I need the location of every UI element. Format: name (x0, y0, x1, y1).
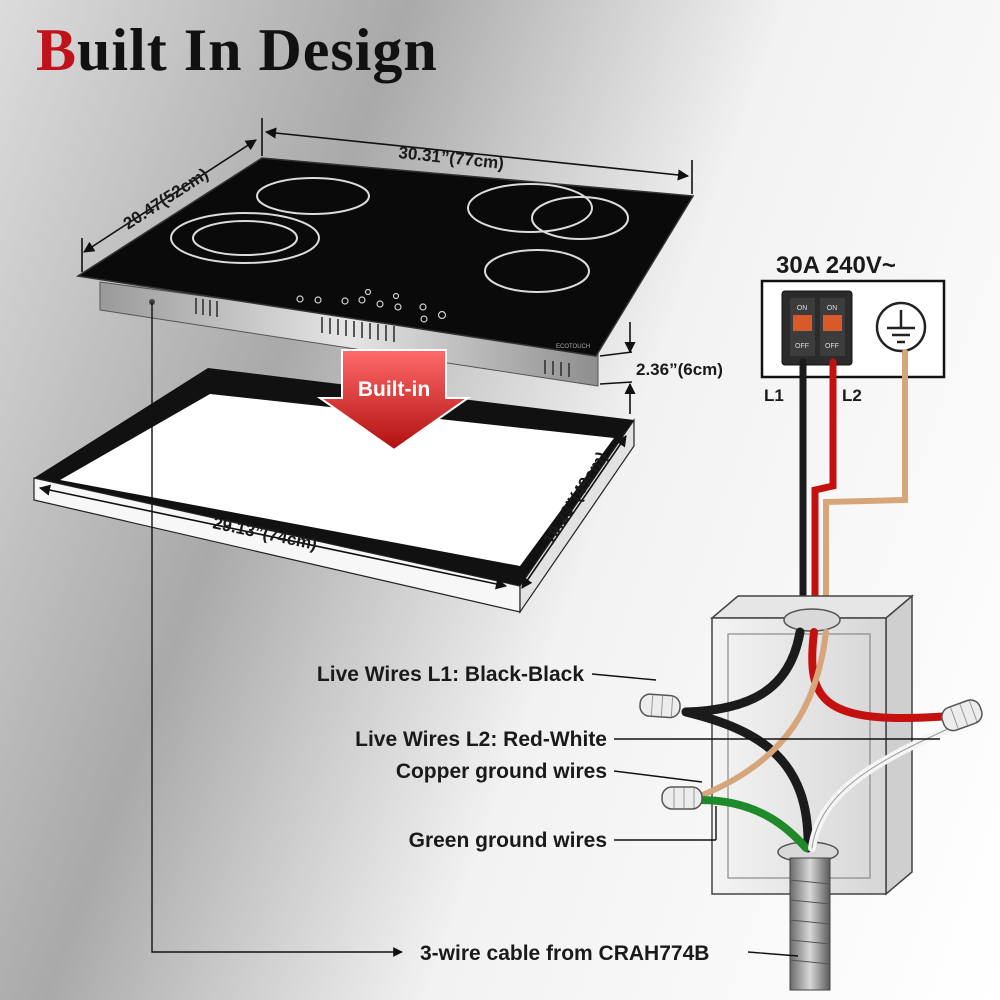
burner-back-right-inner (531, 196, 629, 240)
width-label: 30.31”(77cm) (398, 143, 505, 173)
supply-wire-copper (823, 349, 908, 623)
breaker-on-right: ON (827, 305, 838, 312)
title-rest: uilt In Design (77, 17, 438, 83)
built-in-arrow-shape (316, 349, 472, 452)
breaker-off-left: OFF (795, 343, 809, 350)
width-dimension-line (264, 127, 690, 181)
built-in-label: Built-in (358, 378, 430, 401)
height-label: 2.36”(6cm) (636, 360, 723, 379)
wire-nuts (639, 693, 983, 810)
cutout-width-dimension-line (38, 484, 508, 590)
leader-cable (151, 302, 403, 957)
supply-wire-red (811, 358, 837, 624)
top-grommet (783, 608, 841, 632)
callout-green-ground: Green ground wires (409, 829, 607, 852)
breaker-on-left: ON (797, 305, 808, 312)
cutout-depth-dimension-line (521, 435, 627, 589)
l2-label: L2 (842, 386, 862, 405)
leader-cable-right (747, 951, 799, 957)
leader-copper (613, 770, 703, 783)
wire-nut-left-bottom (661, 786, 703, 810)
double-pole-breaker: ON ON OFF OFF (781, 290, 853, 366)
callout-copper-ground: Copper ground wires (396, 760, 607, 783)
ground-symbol-icon (875, 301, 927, 353)
page-title: Built In Design (36, 16, 438, 85)
leader-live-l1 (591, 673, 657, 681)
touch-controls (296, 288, 447, 323)
callout-live-l1: Live Wires L1: Black-Black (317, 663, 584, 686)
box-wire-green (696, 796, 810, 852)
breaker-toggle-left (793, 315, 812, 331)
box-wire-black-in (681, 627, 805, 717)
cutout-dimensions (38, 435, 627, 590)
supply-wires (799, 349, 908, 624)
box-wire-red-in (808, 628, 954, 723)
breaker-panel: ON ON OFF OFF (760, 279, 946, 379)
callout-cable: 3-wire cable from CRAH774B (420, 942, 709, 965)
box-wire-black-out (681, 707, 813, 853)
l1-label: L1 (764, 386, 784, 405)
height-extension-bottom (599, 381, 633, 385)
depth-dimension-line (83, 139, 257, 253)
cooktop-brand: ECOTOUCH (556, 344, 590, 350)
breaker-toggle-right (823, 315, 842, 331)
built-in-arrow: Built-in (316, 349, 472, 452)
height-extension-top (599, 351, 633, 357)
box-wire-copper-in (697, 629, 829, 799)
box-wire-white-outline (811, 727, 951, 849)
conduit (789, 857, 831, 991)
breaker-rating: 30A 240V~ (776, 252, 896, 279)
wire-nut-left-top (639, 693, 681, 719)
wire-nut-right-top (941, 699, 983, 732)
burner-back-right-outer (467, 183, 593, 233)
cooktop-dimensions (81, 118, 693, 414)
callout-live-l2: Live Wires L2: Red-White (355, 728, 607, 751)
title-first-letter: B (36, 17, 78, 83)
cooktop-vents (195, 298, 570, 377)
callout-leaders (151, 302, 940, 957)
burner-front-right (484, 249, 590, 293)
conduit-ridges (789, 879, 831, 965)
box-wires (681, 627, 954, 853)
breaker-off-right: OFF (825, 343, 839, 350)
